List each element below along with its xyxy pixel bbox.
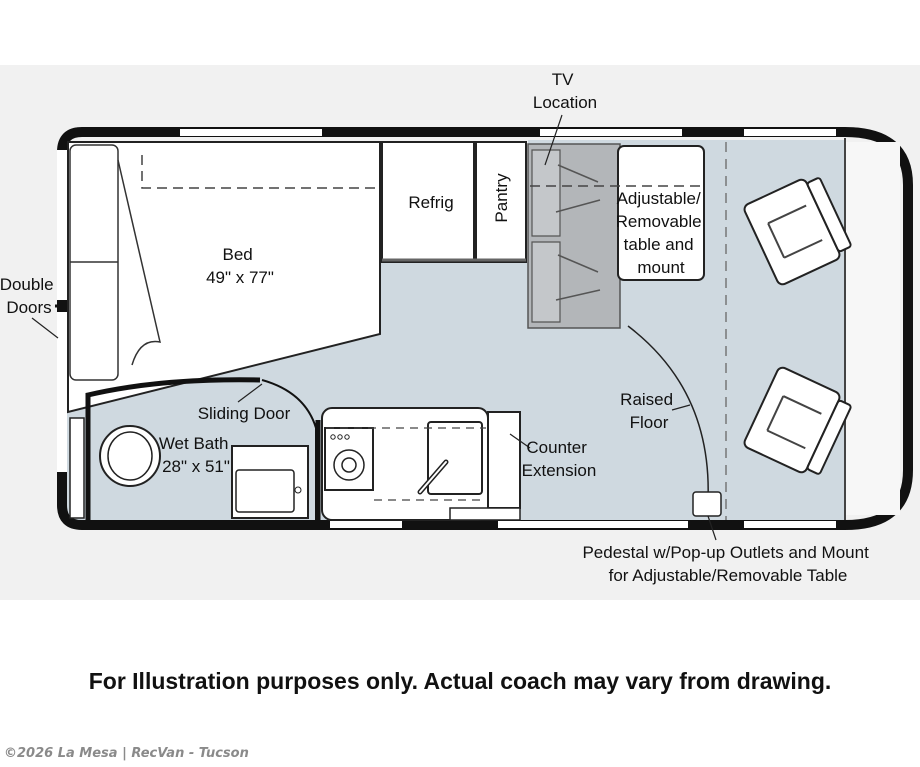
rear-door-panel — [57, 312, 67, 472]
raised-floor-label: Raised Floor — [620, 390, 678, 432]
burner-center — [341, 457, 357, 473]
tv-label-line: TV — [552, 70, 574, 89]
counter-extension — [487, 411, 521, 509]
table-label: Adjustable/ Removable table and mount — [616, 189, 707, 277]
rear-step — [69, 417, 85, 519]
bed-dashed-outline — [141, 155, 380, 189]
window — [744, 521, 836, 528]
window — [180, 129, 322, 136]
raised-floor-outline — [627, 325, 709, 501]
adjustable-table — [617, 145, 705, 281]
pantry-label: Pantry — [492, 173, 511, 223]
knob — [330, 434, 336, 440]
counter-extension-label: Counter Extension — [522, 438, 597, 480]
galley-dashed-line — [326, 427, 486, 501]
knob — [344, 434, 350, 440]
seatbelt-line — [557, 254, 599, 273]
toilet-seat — [107, 431, 153, 481]
bed-label-line: Bed — [223, 245, 253, 264]
cab-area — [845, 142, 900, 515]
refrig-label: Refrig — [408, 193, 453, 212]
sliding-door-label: Sliding Door — [198, 404, 291, 423]
tv-label-line: Location — [533, 93, 597, 112]
table-label-line: Removable — [616, 212, 702, 231]
bed-sheet-fold — [117, 159, 161, 366]
table-pedestal — [692, 491, 722, 517]
bed-label-line: 49" x 77" — [206, 268, 274, 287]
window — [540, 129, 682, 136]
seat-cushion — [531, 241, 561, 323]
disclaimer-text: For Illustration purposes only. Actual c… — [88, 668, 832, 694]
bed-label: Bed 49" x 77" — [206, 245, 274, 287]
window — [744, 129, 836, 136]
leader-line-tv — [544, 114, 563, 166]
pedestal-label: Pedestal w/Pop-up Outlets and Mount for … — [582, 543, 873, 585]
table-label-line: table and — [624, 235, 694, 254]
raised-floor-label-line: Floor — [630, 413, 669, 432]
double-doors-label: Double Doors — [0, 275, 58, 317]
counter-extension-flap — [449, 507, 521, 521]
counter-extension-label-line: Extension — [522, 461, 597, 480]
tv-label: TV Location — [533, 70, 597, 112]
rear-door-panel — [57, 150, 67, 300]
refrigerator — [381, 141, 475, 263]
pedestal-label-line: for Adjustable/Removable Table — [609, 566, 848, 585]
counter-extension-label-line: Counter — [526, 438, 587, 457]
seatbelt-line — [557, 164, 599, 183]
wet-bath-label: Wet Bath 28" x 51" — [159, 434, 233, 476]
window — [498, 521, 688, 528]
seatbelt-line — [555, 199, 601, 213]
leader-line-counter — [509, 433, 531, 449]
table-label-line: Adjustable/ — [617, 189, 701, 208]
pedestal-label-line: Pedestal w/Pop-up Outlets and Mount — [582, 543, 869, 562]
leader-line-raised-floor — [671, 404, 691, 411]
cab-seat-passenger — [743, 177, 852, 286]
window — [330, 521, 402, 528]
leader-line-doors — [31, 317, 59, 339]
double-doors-label-line: Doors — [6, 298, 51, 317]
leader-line-pedestal — [707, 515, 717, 541]
galley-sink — [427, 421, 483, 495]
wet-bath-label-line: 28" x 51" — [162, 457, 230, 476]
bath-wall — [85, 377, 261, 522]
bath-sink — [235, 469, 295, 513]
dealer-watermark: ©2026 La Mesa | RecVan - Tucson — [4, 746, 249, 761]
faucet — [294, 486, 302, 494]
pantry — [475, 141, 527, 263]
raised-floor-label-line: Raised — [620, 390, 673, 409]
double-doors-label-line: Double — [0, 275, 54, 294]
wet-bath-label-line: Wet Bath — [159, 434, 229, 453]
knob — [337, 434, 343, 440]
cab-seat-driver — [743, 366, 852, 475]
leader-line-sliding-door — [237, 383, 263, 403]
sink-faucet-inner — [419, 461, 447, 493]
seatbelt-line — [555, 289, 601, 301]
table-label-line: mount — [637, 258, 685, 277]
